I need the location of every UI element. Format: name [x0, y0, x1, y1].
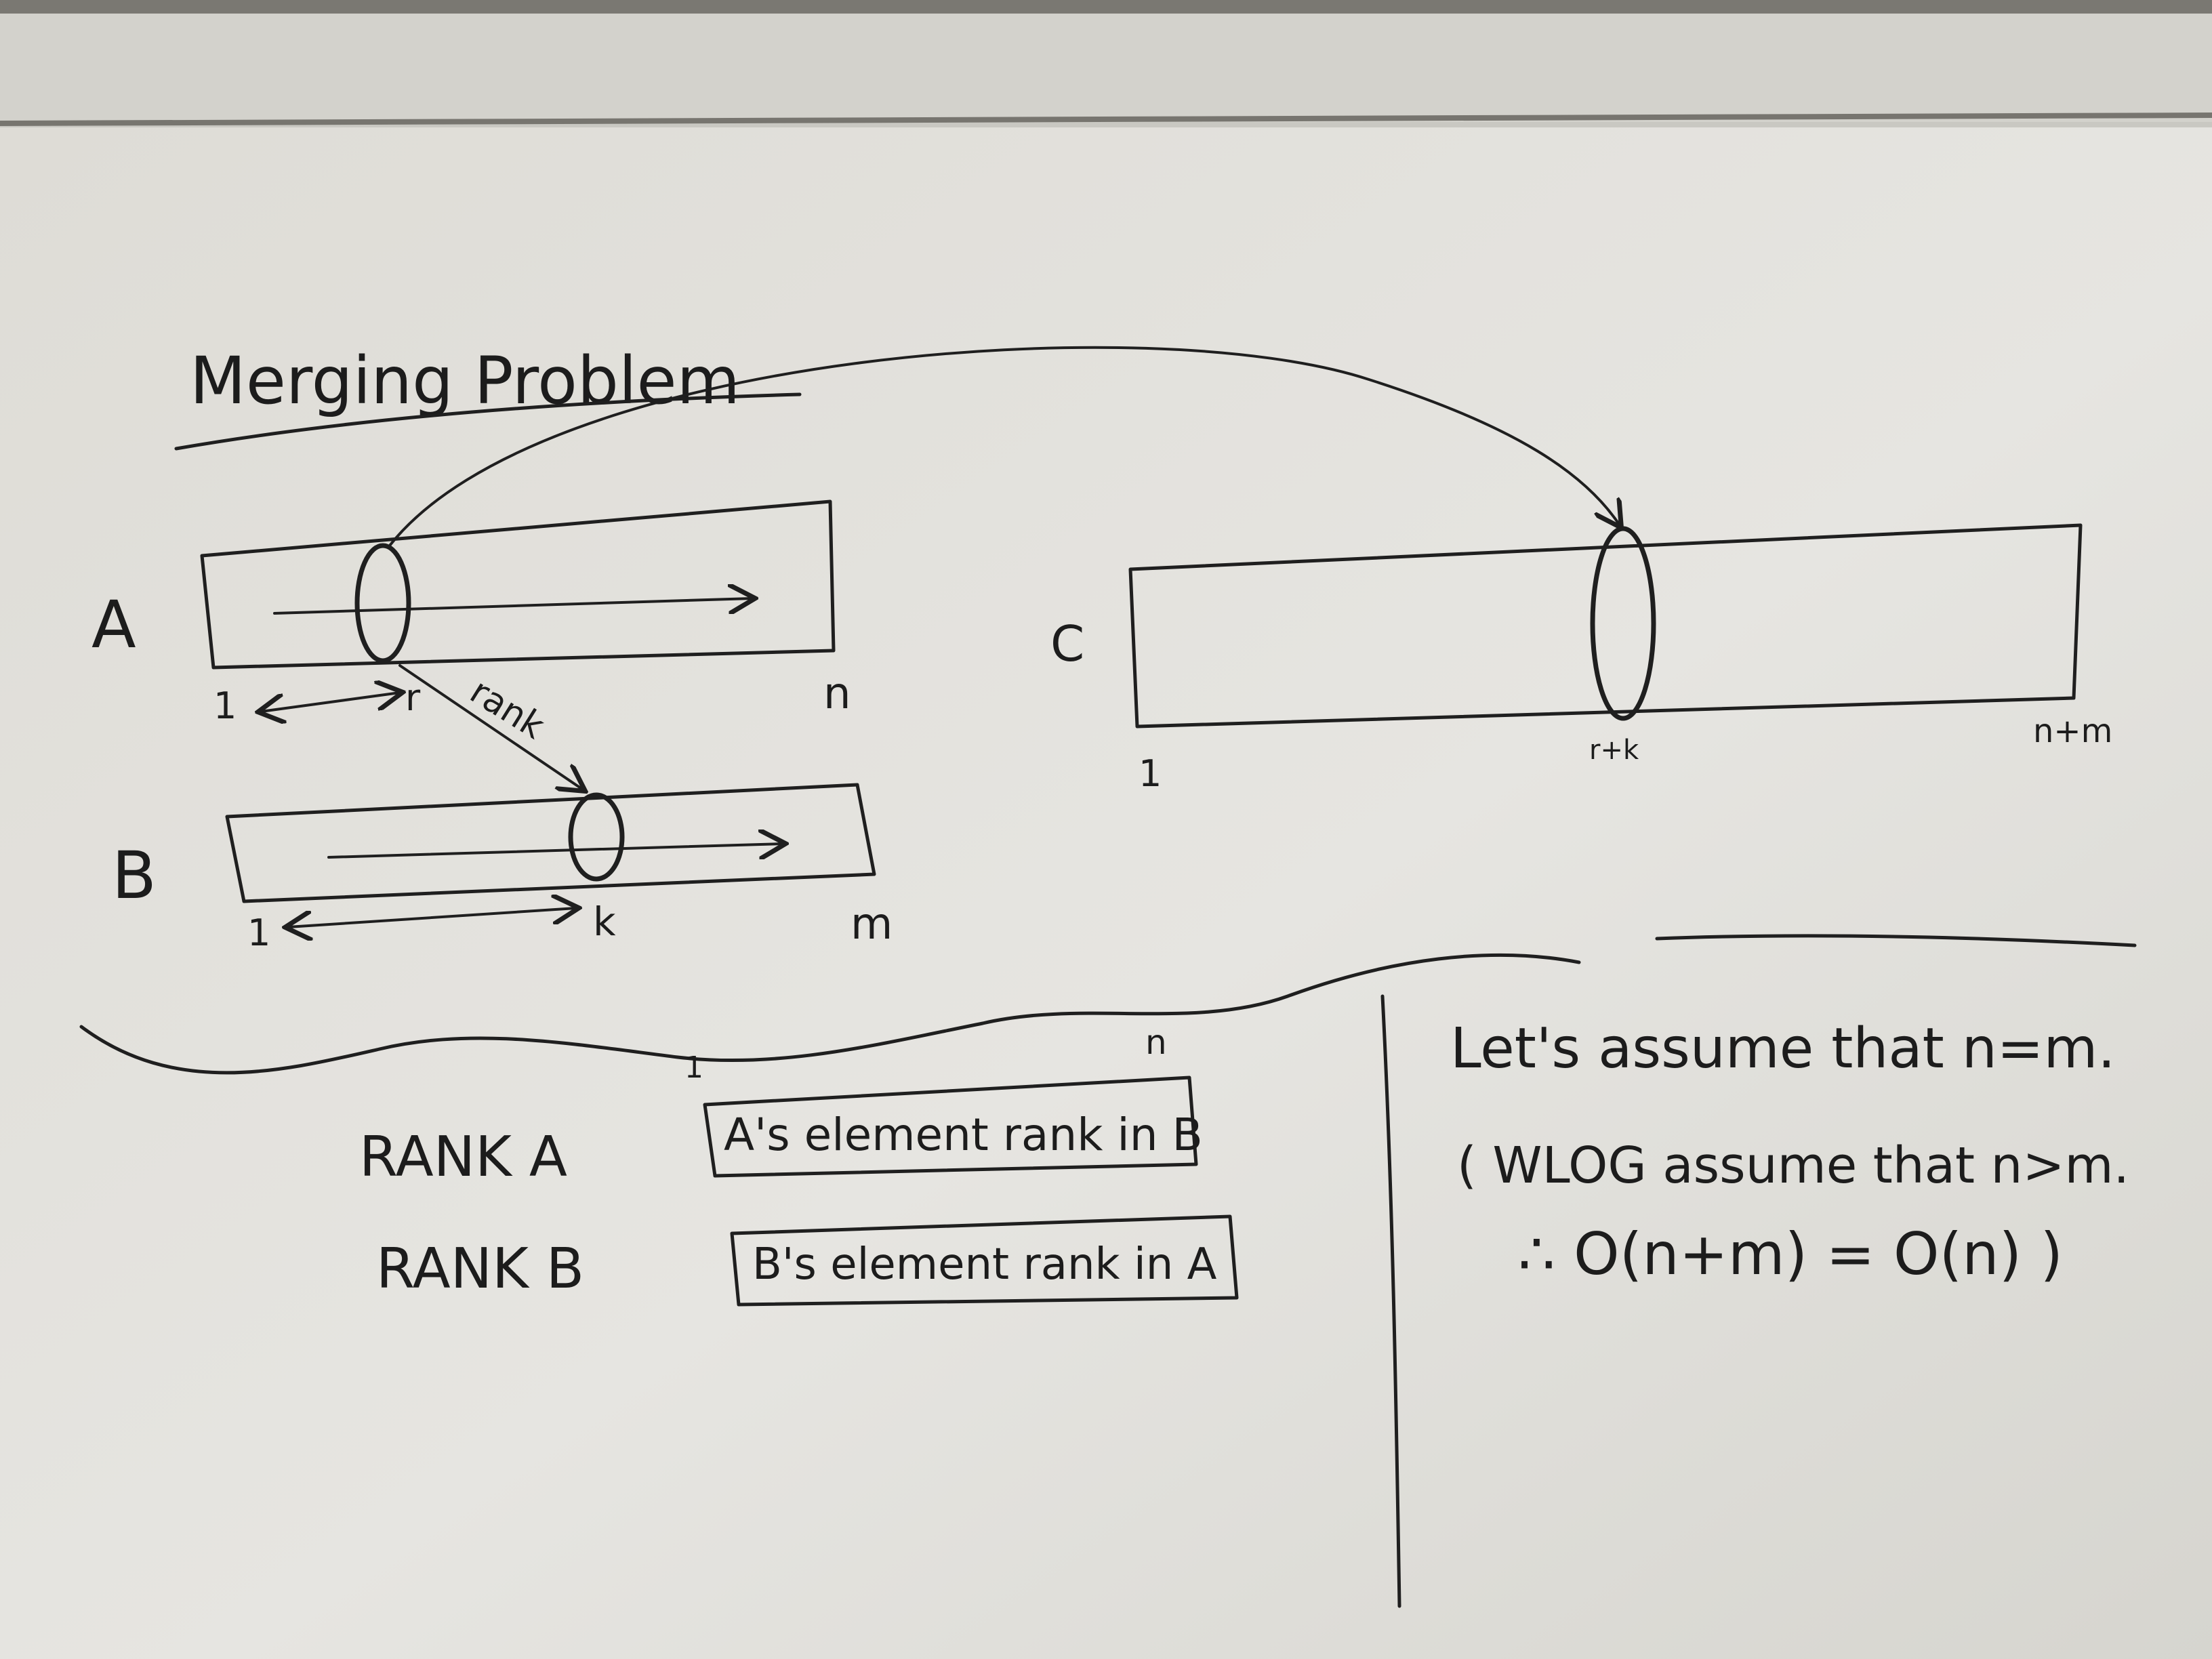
array-b-range-arrow: [288, 908, 576, 927]
array-a-range-arrow: [261, 693, 400, 712]
right-separator-line: [1655, 934, 2137, 947]
array-b-element: [568, 792, 625, 882]
rank-box-end-mark: n: [1145, 1023, 1167, 1062]
array-a-element: [354, 543, 411, 663]
note-assume: Let's assume that n=m.: [1450, 1017, 2115, 1081]
board-top-edge: [0, 112, 2212, 126]
array-c-label: C: [1050, 615, 1084, 672]
rank-arrow: [398, 664, 583, 790]
array-a-pos: r: [405, 676, 421, 719]
array-b-pos: k: [593, 899, 616, 945]
merge-arc-arrow: [388, 346, 1620, 547]
wavy-separator: [79, 953, 1581, 1075]
rank-a-desc: A's element rank in B: [724, 1109, 1203, 1161]
array-c-pos: r+k: [1589, 735, 1639, 766]
array-a-end: n: [823, 669, 851, 719]
rank-b-desc: B's element rank in A: [752, 1240, 1217, 1290]
array-a-label: A: [91, 587, 136, 663]
tray-ledge: [0, 14, 2212, 122]
array-a-start: 1: [213, 684, 237, 727]
array-b-box: [225, 783, 876, 903]
vertical-divider: [1380, 994, 1401, 1608]
title: Merging Problem: [190, 343, 740, 419]
array-a-box: [200, 499, 836, 670]
array-a-scan-arrow: [273, 598, 752, 615]
top-frame: [0, 0, 2212, 14]
array-b-start: 1: [247, 912, 270, 954]
array-c-end: n+m: [2033, 712, 2112, 750]
note-wlog: ( WLOG assume that n>m.: [1457, 1136, 2129, 1195]
rank-b-box: [730, 1214, 1239, 1307]
array-c-start: 1: [1139, 752, 1162, 795]
array-b-end: m: [851, 899, 893, 949]
rank-a-label: RANK A: [359, 1125, 567, 1189]
rank-a-box: [703, 1076, 1198, 1178]
array-c-element: [1590, 526, 1656, 721]
array-b-scan-arrow: [327, 844, 783, 857]
rank-box-start-mark: 1: [684, 1050, 703, 1085]
rank-b-label: RANK B: [376, 1237, 584, 1301]
title-underline: [174, 392, 802, 451]
note-therefore: ∴ O(n+m) = O(n) ): [1518, 1221, 2063, 1288]
array-b-label: B: [112, 838, 157, 914]
array-c-box: [1128, 523, 2083, 729]
